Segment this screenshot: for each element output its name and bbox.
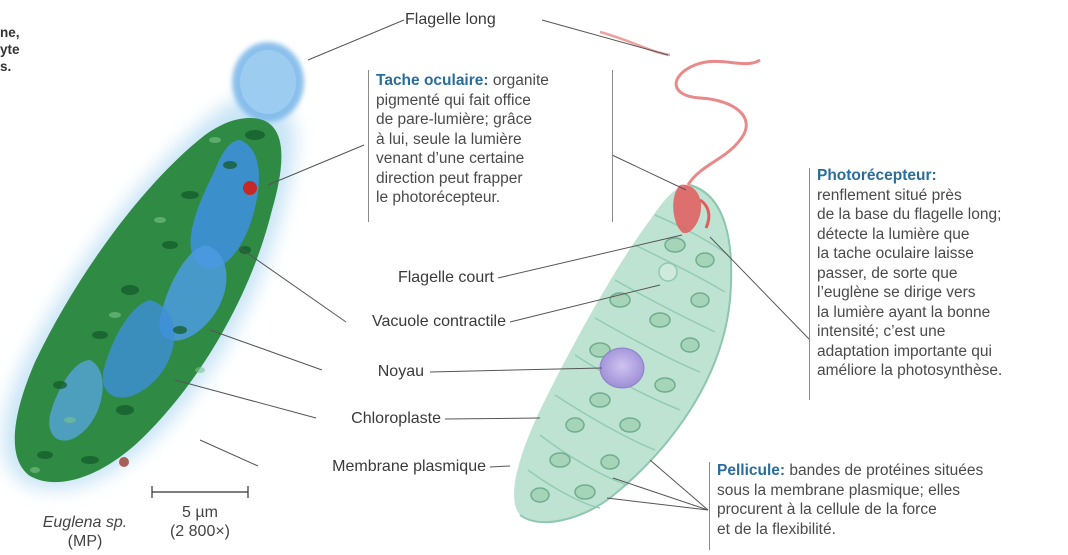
photorecepteur-text: Photorécepteur: renflement situé près de… bbox=[817, 166, 1067, 381]
label-flagelle-long: Flagelle long bbox=[405, 10, 496, 29]
species-name: Euglena sp. bbox=[20, 513, 150, 532]
tache-line: venant d’une certaine bbox=[376, 149, 610, 169]
scale-bar bbox=[152, 486, 248, 498]
scale-length: 5 µm bbox=[152, 503, 248, 522]
magnification: (2 800×) bbox=[152, 522, 248, 541]
photo-line: détecte la lumière que bbox=[817, 225, 1067, 245]
tache-term: Tache oculaire: bbox=[376, 72, 489, 89]
label-flagelle-court: Flagelle court bbox=[340, 268, 494, 287]
pellicule-line: bandes de protéines situées bbox=[785, 462, 983, 479]
pellicule-term: Pellicule: bbox=[717, 462, 785, 479]
label-vacuole-contractile: Vacuole contractile bbox=[330, 312, 506, 331]
photo-line: la lumière ayant la bonne bbox=[817, 303, 1067, 323]
pellicule-bracket bbox=[709, 462, 710, 550]
label-membrane-plasmique: Membrane plasmique bbox=[258, 457, 486, 476]
corner-text: ne, yte s. bbox=[0, 24, 20, 75]
pellicule-text: Pellicule: bandes de protéines situées s… bbox=[717, 461, 1067, 539]
corner-line: ne, bbox=[0, 24, 20, 41]
label-noyau: Noyau bbox=[320, 362, 424, 381]
pellicule-line: sous la membrane plasmique; elles bbox=[717, 481, 1067, 501]
tache-line: de pare-lumière; grâce bbox=[376, 110, 610, 130]
tache-line: à lui, seule la lumière bbox=[376, 130, 610, 150]
tache-line: pigmenté qui fait office bbox=[376, 91, 610, 111]
microscopy-method: (MP) bbox=[20, 532, 150, 551]
species-caption: Euglena sp. (MP) bbox=[20, 513, 150, 551]
photo-line: de la base du flagelle long; bbox=[817, 205, 1067, 225]
photo-bracket bbox=[809, 168, 810, 400]
micrograph-cell bbox=[3, 42, 304, 490]
photo-line: renflement situé près bbox=[817, 186, 1067, 206]
photo-line: adaptation importante qui bbox=[817, 342, 1067, 362]
photo-line: la tache oculaire laisse bbox=[817, 244, 1067, 264]
photo-line: l’euglène se dirige vers bbox=[817, 283, 1067, 303]
photo-line: intensité; c’est une bbox=[817, 322, 1067, 342]
tache-bracket-right bbox=[612, 70, 613, 222]
pellicule-line: procurent à la cellule de la force bbox=[717, 500, 1067, 520]
pellicule-line: et de la flexibilité. bbox=[717, 520, 1067, 540]
corner-line: s. bbox=[0, 58, 20, 75]
tache-bracket bbox=[368, 70, 369, 222]
label-chloroplaste: Chloroplaste bbox=[310, 409, 441, 428]
tache-line: direction peut frapper bbox=[376, 169, 610, 189]
corner-line: yte bbox=[0, 41, 20, 58]
tache-line: organite bbox=[489, 72, 549, 89]
tache-oculaire-text: Tache oculaire: organite pigmenté qui fa… bbox=[376, 71, 610, 208]
photo-term: Photorécepteur: bbox=[817, 166, 1067, 186]
photo-line: passer, de sorte que bbox=[817, 264, 1067, 284]
photo-line: améliore la photosynthèse. bbox=[817, 361, 1067, 381]
tache-line: le photorécepteur. bbox=[376, 188, 610, 208]
scale-caption: 5 µm (2 800×) bbox=[152, 503, 248, 541]
